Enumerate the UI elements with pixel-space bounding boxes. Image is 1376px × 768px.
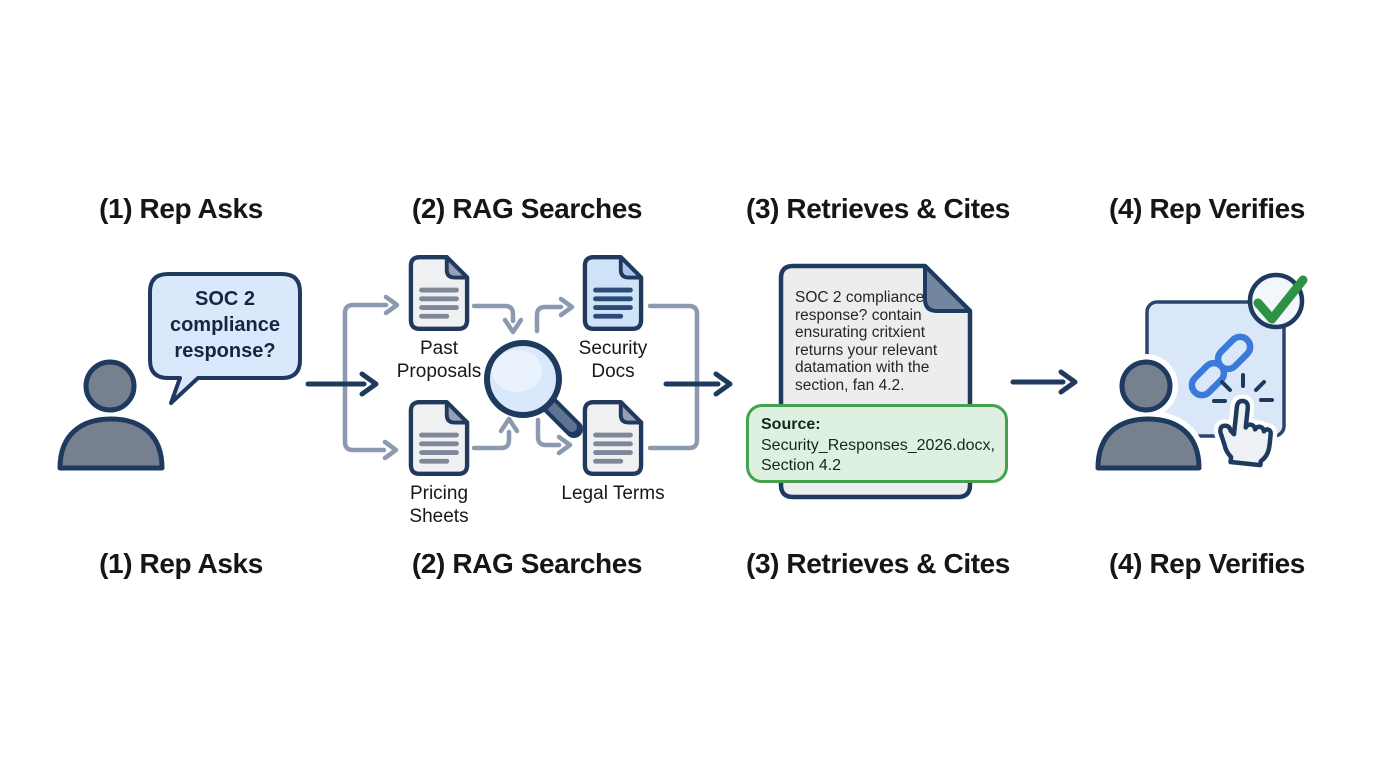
step4-top-title: (4) Rep Verifies	[1109, 193, 1305, 224]
past-proposals-label: Past Proposals	[396, 338, 482, 382]
source-section: Section 4.2	[761, 457, 842, 474]
step2-bottom-title: (2) RAG Searches	[411, 548, 643, 579]
step3-bottom-title: (3) Retrieves & Cites	[746, 548, 1010, 579]
pricing-sheets-doc-icon	[410, 402, 468, 474]
arrow-step2-to-step3	[663, 371, 733, 397]
search-icon	[484, 340, 583, 438]
rep-person-icon	[57, 359, 165, 471]
arrow-step3-to-step4	[1010, 369, 1078, 395]
legal-terms-label: Legal Terms	[561, 483, 665, 504]
step1-top-title: (1) Rep Asks	[99, 193, 263, 224]
past-proposals-doc-icon	[410, 257, 468, 329]
arrow-step1-to-step2	[305, 371, 379, 397]
pricing-sheets-label: Pricing Sheets	[409, 483, 469, 527]
speech-bubble-text: SOC 2 compliance response?	[169, 288, 281, 362]
flow-arrows	[305, 369, 1078, 397]
step4-bottom-title: (4) Rep Verifies	[1109, 548, 1305, 579]
source-label: Source:	[761, 416, 821, 433]
step2-top-title: (2) RAG Searches	[411, 193, 643, 224]
speech-bubble	[148, 272, 302, 405]
security-docs-doc-icon	[584, 257, 642, 329]
security-docs-label: Security Docs	[578, 338, 648, 382]
source-citation-box: Source: Security_Responses_2026.docx, Se…	[746, 404, 1008, 483]
step3-top-title: (3) Retrieves & Cites	[746, 193, 1010, 224]
click-hand-icon	[1213, 394, 1278, 472]
verified-check-icon	[1247, 272, 1308, 330]
link-icon	[1188, 333, 1254, 399]
cited-document-text: SOC 2 compliance response? contain ensur…	[795, 289, 938, 394]
legal-terms-doc-icon	[584, 402, 642, 474]
branch-connectors	[342, 294, 700, 461]
source-file: Security_Responses_2026.docx,	[761, 436, 995, 454]
verifier-person-icon	[1090, 354, 1207, 476]
step1-bottom-title: (1) Rep Asks	[99, 548, 263, 579]
click-burst-icon	[1212, 373, 1274, 403]
